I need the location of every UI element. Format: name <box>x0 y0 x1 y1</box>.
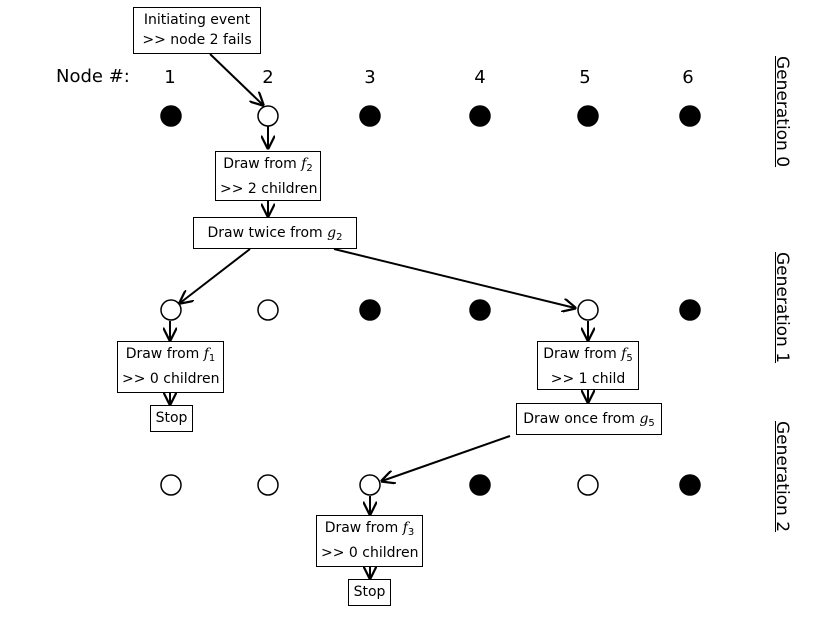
node-gen0-n3-filled <box>359 105 381 127</box>
box-initiating-event: Initiating event >> node 2 fails <box>133 7 261 54</box>
box-stop-3: Stop <box>348 579 391 606</box>
edge-draw-g2-to-node1 <box>180 248 251 303</box>
node-label-6: 6 <box>682 67 694 88</box>
draw-g2-prefix: Draw twice from <box>207 225 328 241</box>
box-draw-f3: Draw from f3 >> 0 children <box>316 515 423 567</box>
initiating-line1: Initiating event <box>143 12 251 28</box>
node-label-2: 2 <box>262 67 274 88</box>
node-gen0-n2-open <box>257 105 279 127</box>
draw-f1-result: >> 0 children <box>122 371 220 387</box>
node-gen2-n2-open <box>257 474 279 496</box>
node-label-1: 1 <box>164 67 176 88</box>
draw-f1-fn: f <box>203 346 209 362</box>
generation-1-label: Generation 1 <box>772 252 792 364</box>
edge-initiating-to-node2 <box>209 53 263 105</box>
draw-f3-sub: 3 <box>407 527 415 538</box>
node-gen1-n4-filled <box>469 299 491 321</box>
box-draw-f1: Draw from f1 >> 0 children <box>117 341 224 393</box>
node-gen1-n5-open <box>577 299 599 321</box>
node-gen1-n3-filled <box>359 299 381 321</box>
node-gen2-n4-filled <box>469 474 491 496</box>
draw-f2-result: >> 2 children <box>220 181 318 197</box>
edge-draw-g2-to-node5 <box>333 248 575 308</box>
draw-f3-result: >> 0 children <box>321 545 419 561</box>
node-gen2-n5-open <box>577 474 599 496</box>
node-gen1-n1-open <box>160 299 182 321</box>
node-label-5: 5 <box>579 67 591 88</box>
node-number-heading: Node #: <box>56 66 130 87</box>
node-gen0-n1-filled <box>160 105 182 127</box>
box-draw-g2: Draw twice from g2 <box>193 217 357 249</box>
stop-3-text: Stop <box>353 584 386 600</box>
node-label-4: 4 <box>474 67 486 88</box>
box-draw-g5: Draw once from g5 <box>516 403 662 435</box>
draw-g2-sub: 2 <box>336 232 343 243</box>
node-gen1-n6-filled <box>679 299 701 321</box>
draw-g5-fn: g <box>639 411 649 427</box>
node-label-3: 3 <box>364 67 376 88</box>
generation-2-label: Generation 2 <box>772 421 792 533</box>
draw-f5-fn: f <box>621 346 627 362</box>
node-gen2-n1-open <box>160 474 182 496</box>
draw-f5-sub: 5 <box>626 353 633 364</box>
node-gen0-n6-filled <box>679 105 701 127</box>
draw-f2-prefix: Draw from <box>223 156 302 172</box>
draw-g2-fn: g <box>327 225 337 241</box>
node-gen2-n6-filled <box>679 474 701 496</box>
draw-f2-sub: 2 <box>306 163 313 174</box>
stop-1-text: Stop <box>155 410 188 426</box>
draw-f5-prefix: Draw from <box>543 346 622 362</box>
draw-f2-fn: f <box>301 156 307 172</box>
draw-g5-sub: 5 <box>648 418 655 429</box>
draw-f1-sub: 1 <box>208 353 216 364</box>
draw-f5-result: >> 1 child <box>550 371 626 387</box>
draw-f1-prefix: Draw from <box>125 346 204 362</box>
node-gen0-n5-filled <box>577 105 599 127</box>
draw-f3-fn: f <box>402 520 408 536</box>
draw-g5-prefix: Draw once from <box>523 411 640 427</box>
draw-f3-prefix: Draw from <box>324 520 403 536</box>
box-stop-1: Stop <box>150 405 193 432</box>
box-draw-f5: Draw from f5 >> 1 child <box>537 341 639 390</box>
generation-0-label: Generation 0 <box>772 56 792 168</box>
node-gen2-n3-open <box>359 474 381 496</box>
initiating-line2: >> node 2 fails <box>142 32 252 48</box>
box-draw-f2: Draw from f2 >> 2 children <box>215 151 321 201</box>
node-gen0-n4-filled <box>469 105 491 127</box>
node-gen1-n2-open <box>257 299 279 321</box>
edge-draw-g5-to-node3 <box>382 435 511 481</box>
